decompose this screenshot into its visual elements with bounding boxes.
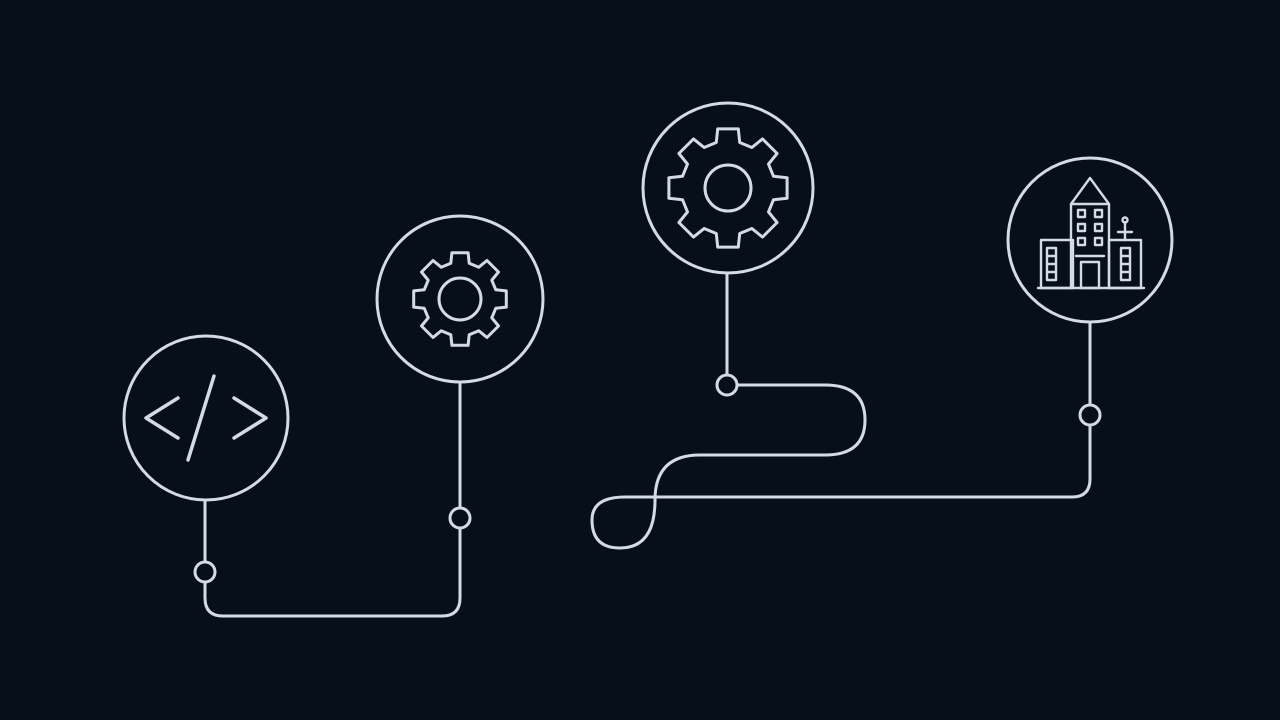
gear-hub	[703, 163, 753, 213]
connector-paths	[203, 273, 1092, 618]
node-gear-large	[641, 101, 815, 275]
gear-icon	[667, 127, 789, 249]
connector-code-to-gear	[203, 380, 462, 618]
pin-gear-large	[715, 373, 739, 397]
node-code-ring	[122, 334, 290, 502]
gear-icon	[412, 251, 508, 347]
pin-gear-small	[448, 506, 472, 530]
code-brackets-icon	[144, 374, 268, 462]
gear-outline	[412, 251, 508, 347]
pin-code	[193, 560, 217, 584]
node-building-ring	[1006, 156, 1174, 324]
node-gear-small	[375, 214, 545, 384]
pin-building	[1078, 403, 1102, 427]
pins	[193, 373, 1102, 584]
node-code	[122, 334, 290, 502]
city-building-icon	[1036, 176, 1146, 290]
node-building	[1006, 156, 1174, 324]
gear-hub	[437, 276, 483, 322]
node-gear-small-ring	[375, 214, 545, 384]
connector-gear-to-building	[590, 273, 1092, 550]
gear-outline	[667, 127, 789, 249]
